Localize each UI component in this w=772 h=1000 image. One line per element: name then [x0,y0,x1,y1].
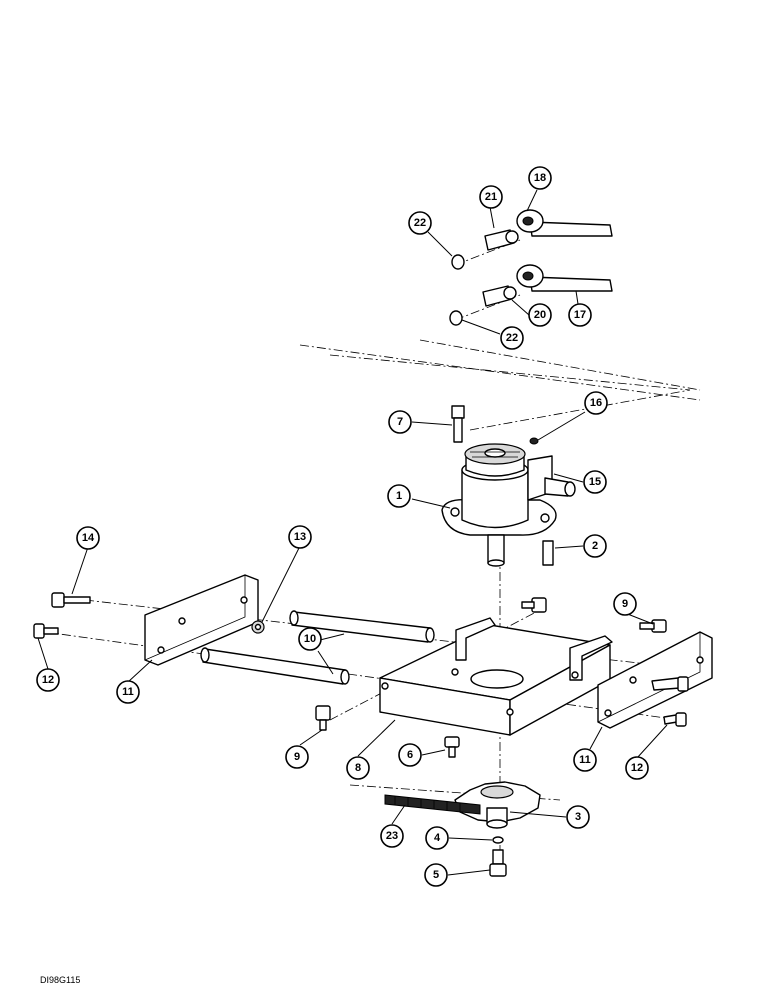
ball-stud-lower [482,285,517,307]
svg-text:13: 13 [294,531,306,543]
callout-4: 4 [425,826,449,850]
svg-text:18: 18 [534,172,546,184]
svg-text:6: 6 [407,749,413,761]
callout-5: 5 [424,863,448,887]
callout-9-right: 9 [613,592,637,616]
steering-unit [441,443,576,567]
ball-stud-upper [484,229,519,251]
svg-text:7: 7 [397,416,403,428]
svg-text:5: 5 [433,869,439,881]
screw-16 [529,437,539,445]
svg-text:17: 17 [574,309,586,321]
callout-21: 21 [479,185,503,209]
callout-3: 3 [566,805,590,829]
chain-23 [384,794,481,815]
callout-23: 23 [380,824,404,848]
figure-reference-code: DI98G115 [40,975,81,985]
svg-text:10: 10 [304,633,316,645]
bolt-9-right [639,619,667,633]
callout-15: 15 [583,470,607,494]
callout-12-left: 12 [36,668,60,692]
svg-text:22: 22 [414,217,426,229]
svg-text:4: 4 [434,832,441,844]
spacer-tube-lower [200,647,350,685]
svg-text:9: 9 [294,751,300,763]
svg-text:1: 1 [396,490,402,502]
callout-22-upper: 22 [408,211,432,235]
callout-18: 18 [528,166,552,190]
circlip-upper [451,254,465,270]
callout-7: 7 [388,410,412,434]
bolt-6 [444,736,460,758]
callout-12-right: 12 [625,756,649,780]
svg-text:12: 12 [631,762,643,774]
svg-text:3: 3 [575,811,581,823]
callout-13: 13 [288,525,312,549]
bolt-center [521,597,547,613]
spacer-tube-upper [289,610,435,643]
leader-lines [37,189,668,876]
callout-20: 20 [528,303,552,327]
bolt-right [651,676,689,692]
svg-text:23: 23 [386,830,398,842]
svg-text:8: 8 [355,762,361,774]
bolt-5 [489,849,507,877]
screw-12-right [663,712,687,727]
bolt-9-left [315,705,331,731]
callout-14: 14 [76,526,100,550]
callout-10: 10 [298,627,322,651]
svg-text:14: 14 [82,532,95,544]
nut-13 [251,620,265,634]
tie-rod-end-lower [516,264,613,292]
circlip-lower [449,310,463,326]
screw-12-left [33,623,59,639]
callout-17: 17 [568,303,592,327]
bolt-7 [451,405,465,443]
svg-text:11: 11 [579,754,591,766]
svg-text:11: 11 [122,686,134,698]
callout-11-right: 11 [573,748,597,772]
svg-text:15: 15 [589,476,601,488]
callout-16: 16 [584,391,608,415]
key-2 [542,540,554,566]
tie-rod-end-upper [516,209,613,237]
svg-text:20: 20 [534,309,546,321]
callout-8: 8 [346,756,370,780]
callout-9-left: 9 [285,745,309,769]
bolt-14 [51,592,91,608]
svg-text:9: 9 [622,598,628,610]
callout-22-lower: 22 [500,326,524,350]
mounting-frame [379,617,613,736]
svg-text:16: 16 [590,397,602,409]
callout-6: 6 [398,743,422,767]
washer-4 [492,836,504,844]
callout-2: 2 [583,534,607,558]
svg-text:12: 12 [42,674,54,686]
callout-1: 1 [387,484,411,508]
svg-text:21: 21 [485,191,497,203]
svg-text:22: 22 [506,332,518,344]
callout-11-left: 11 [116,680,140,704]
svg-text:2: 2 [592,540,598,552]
